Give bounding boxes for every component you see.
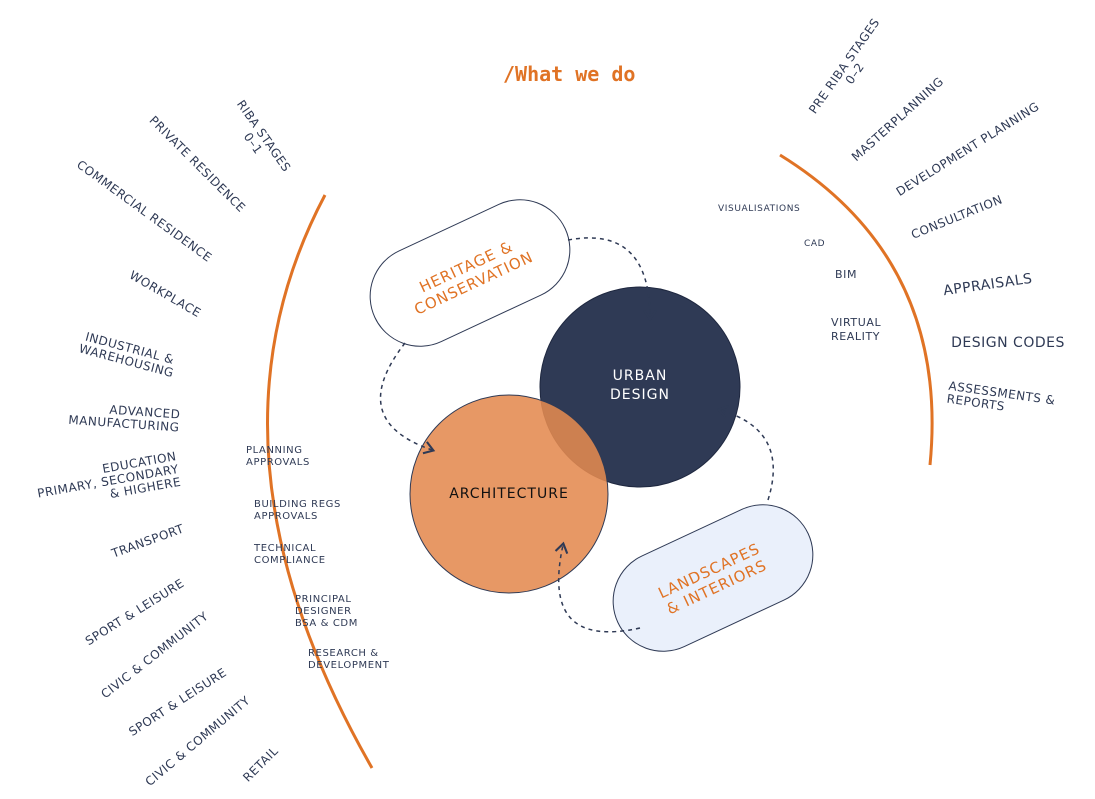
section-title: /What we do <box>503 62 636 86</box>
arrow-heritage-to-architecture <box>379 342 436 455</box>
arrow-landscapes-to-urban <box>716 405 774 501</box>
service-virtual-reality: Virtual Reality <box>831 316 882 343</box>
urban-design-label: Urban Design <box>610 368 670 403</box>
right-arc <box>779 153 934 466</box>
service-technical-compliance: Technical Compliance <box>254 543 326 566</box>
service-bim: BIM <box>835 268 858 281</box>
service-principal-designer: Principal Designer BSA & CDM <box>295 594 358 629</box>
arrow-heritage-to-urban <box>567 237 657 322</box>
sector-design-codes: Design Codes <box>951 335 1065 351</box>
arrow-landscapes-to-architecture <box>554 541 641 633</box>
service-cad: CAD <box>804 239 826 249</box>
service-building-regs: Building Regs Approvals <box>254 499 341 522</box>
service-visualisations: Visualisations <box>718 204 801 214</box>
service-research-development: Research & Development <box>308 648 390 671</box>
architecture-label: Architecture <box>449 486 569 502</box>
landscapes-pill <box>612 504 814 652</box>
heritage-pill <box>369 199 571 347</box>
service-planning-approvals: Planning Approvals <box>246 445 310 468</box>
left-arc <box>266 194 374 769</box>
